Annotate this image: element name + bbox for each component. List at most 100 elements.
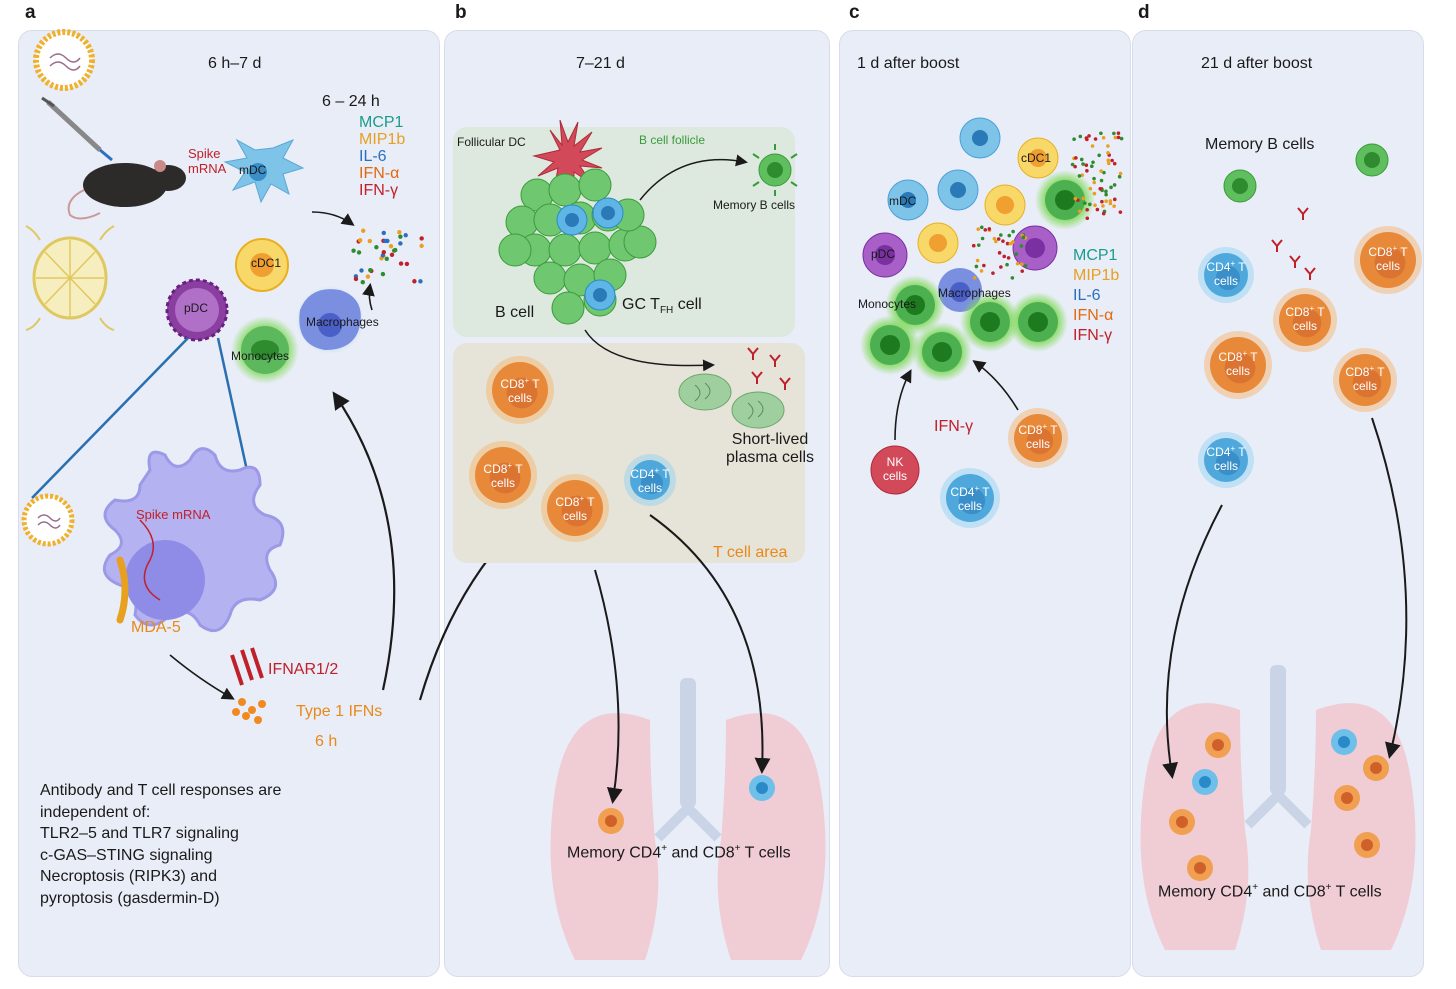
- cell-type-text: CD4: [630, 467, 655, 481]
- cytokine-dot: [1074, 156, 1078, 160]
- b-cell: [548, 173, 582, 207]
- cytokine-dot: [979, 269, 984, 273]
- plus-sup: +: [1369, 364, 1375, 373]
- cytokine-dot: [1098, 186, 1103, 191]
- plus-sup: +: [1325, 882, 1332, 893]
- cytokine-dot: [412, 279, 417, 284]
- lung-cell-nucleus: [1199, 776, 1211, 788]
- plus-sup: +: [974, 484, 980, 493]
- t-text: T: [529, 377, 540, 391]
- cytokine-dot: [1116, 131, 1121, 135]
- cytokine-dot: [381, 230, 386, 236]
- cd8-nucleus: [1352, 368, 1382, 398]
- cytokine-dot: [1118, 171, 1123, 176]
- six-hour-label: 6 h: [315, 733, 338, 750]
- cytokine-dot: [979, 225, 984, 230]
- cytokine-dot: [1073, 164, 1077, 169]
- t-text: T: [1235, 260, 1246, 274]
- memory-b-nucleus: [1364, 152, 1380, 168]
- cytokine-dot: [982, 263, 986, 268]
- t-cells-text-d: T cells: [1331, 883, 1382, 901]
- cytokine-dot: [1091, 160, 1095, 165]
- cytokine-dot: [367, 238, 373, 244]
- cytokine-dot: [1088, 186, 1093, 191]
- cytokine-dot: [398, 234, 403, 239]
- cytokine-dot: [1100, 199, 1104, 204]
- cytokine-dot: [1077, 209, 1082, 213]
- cytokine-dot: [384, 256, 389, 262]
- cytokine-dot: [393, 247, 398, 253]
- cytokine-dot: [359, 268, 364, 273]
- cytokine-dot: [1101, 135, 1106, 140]
- monocyte-nucleus: [905, 295, 925, 315]
- cytokine-dot: [1093, 137, 1098, 141]
- tfh-nucleus: [565, 213, 579, 227]
- mdc-label-c: mDC: [889, 194, 917, 208]
- plus-sup: +: [1230, 259, 1236, 268]
- lung-cell-nucleus: [1338, 736, 1350, 748]
- note-line: independent of:: [40, 803, 151, 821]
- time-6-24h: 6 – 24 h: [322, 93, 380, 110]
- cytokine-dot: [360, 280, 365, 285]
- plus-sup: +: [1242, 349, 1248, 358]
- cytokine-dot: [992, 236, 997, 241]
- cytokine-dot: [972, 275, 977, 280]
- cytokine-dot: [1084, 136, 1089, 140]
- cells-text: cells: [1213, 274, 1238, 289]
- b-cell: [533, 261, 567, 295]
- cytokine-dot: [1092, 191, 1097, 196]
- cytokine-dot: [398, 261, 404, 266]
- t-text: T: [1374, 365, 1385, 379]
- cells-text: cells: [1375, 259, 1400, 274]
- b-cell: [505, 205, 539, 239]
- memory-b-cells-label: Memory B cells: [713, 198, 796, 212]
- note-line: pyroptosis (gasdermin-D): [40, 889, 220, 907]
- panel-letter-b: b: [455, 2, 467, 23]
- cytokine-mip1b: MIP1b: [359, 131, 406, 148]
- cytokine-dot: [1081, 196, 1086, 201]
- antibody-icons-d: [1271, 207, 1316, 280]
- monocytes-label: Monocytes: [231, 349, 290, 363]
- cell-type-text: CD4: [950, 485, 975, 499]
- cells-text: cells: [1213, 459, 1238, 474]
- follicular-dc-label: Follicular DC: [457, 135, 526, 149]
- cells-text: cells: [1025, 437, 1050, 452]
- cytokine-dot: [1104, 192, 1108, 197]
- ifng-label-c: IFN-γ: [934, 418, 974, 435]
- cytokine-dot: [1021, 235, 1026, 240]
- and-cd8-text: and CD8: [667, 844, 735, 862]
- monocyte-nucleus: [880, 335, 900, 355]
- b-cell: [551, 291, 585, 325]
- macrophages-label-c: Macrophages: [938, 286, 1011, 300]
- cell-type-text: CD4: [1206, 260, 1231, 274]
- panel-c-time: 1 d after boost: [857, 55, 960, 72]
- cytokine-dot: [1112, 204, 1116, 208]
- cytokine-dot: [1119, 136, 1124, 141]
- cytokine-dot: [1112, 161, 1117, 166]
- dendritic-cell-large-icon: [102, 447, 285, 633]
- memory-b-cell-icon: [752, 144, 798, 196]
- cytokine-dot: [1070, 162, 1075, 167]
- mouse-icon: [67, 160, 186, 220]
- mdc-label: mDC: [239, 163, 267, 177]
- cytokine-dot: [1109, 185, 1113, 190]
- cytokine-dot: [987, 227, 992, 231]
- monocyte-nucleus: [1028, 312, 1048, 332]
- note-line: c-GAS–STING signaling: [40, 846, 213, 864]
- cytokine-dot: [976, 227, 981, 231]
- cytokine-mip1b-c: MIP1b: [1073, 267, 1120, 284]
- t-text: T: [1247, 350, 1258, 364]
- cytokine-dot: [1077, 174, 1082, 178]
- cytokine-dot: [1095, 207, 1100, 212]
- cytokine-mcp1-c: MCP1: [1073, 247, 1118, 264]
- memory-t-cells-label-d: Memory CD4+ and CD8+ T cells: [1158, 882, 1382, 902]
- cell-type-text: CD8: [483, 462, 508, 476]
- lipid-nanoparticle-icon: [33, 29, 95, 91]
- memory-b-cells-label-d: Memory B cells: [1205, 136, 1315, 153]
